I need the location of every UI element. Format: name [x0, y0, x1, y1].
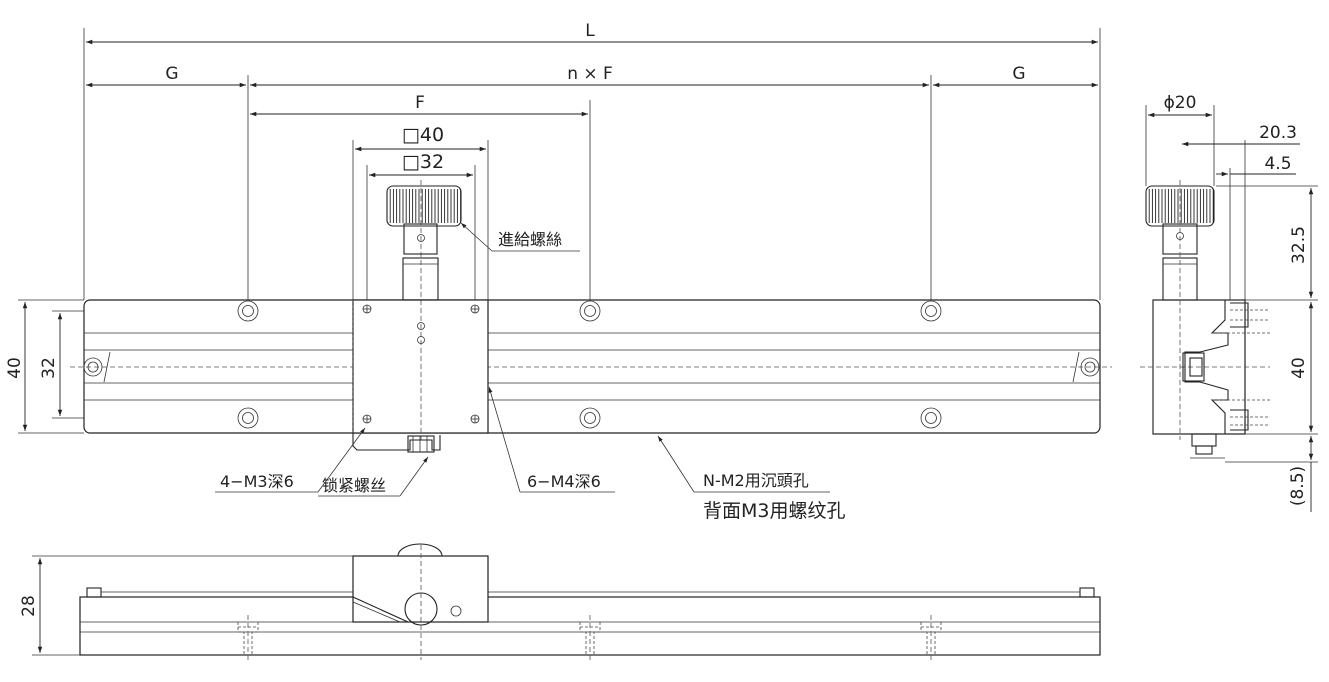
feed-screw-shaft — [402, 257, 439, 301]
front-view: 28 — [19, 543, 1101, 660]
label-lock-screw: 锁紧螺丝 — [322, 476, 386, 495]
dim-square-40: □40 — [402, 124, 444, 146]
dim-G-right: G — [1012, 64, 1025, 84]
dim-phi-20: ϕ20 — [1164, 93, 1197, 113]
label-m3-holes: 4−M3深6 — [220, 472, 294, 491]
dim-20-3: 20.3 — [1259, 123, 1297, 143]
dim-height-40: 40 — [5, 357, 25, 379]
dim-L: L — [585, 21, 595, 41]
front-carriage — [352, 555, 489, 623]
dim-4-5: 4.5 — [1264, 154, 1291, 174]
counterbore-holes — [83, 300, 1100, 429]
dim-side-40: 40 — [1289, 357, 1309, 379]
dim-height-32: 32 — [39, 357, 59, 379]
lock-screw — [352, 433, 441, 451]
side-knob-knurl — [1148, 189, 1214, 223]
dim-32-5: 32.5 — [1289, 226, 1309, 264]
label-back-m3: 背面M3用螺纹孔 — [703, 500, 845, 522]
knob-knurl — [389, 189, 462, 223]
feed-knob — [386, 185, 462, 227]
side-view: ϕ20 20.3 4.5 32.5 40 (8.5) — [1140, 93, 1318, 512]
label-feed-screw: 進給螺絲 — [498, 230, 562, 249]
dim-nxF: n × F — [567, 64, 613, 84]
dim-square-32: □32 — [402, 151, 444, 173]
dim-G-left: G — [165, 64, 178, 84]
front-counterbores — [237, 615, 942, 660]
top-view: L G n × F G F □40 □32 40 32 進給螺絲 4−M3深6 … — [5, 21, 1112, 522]
dim-F: F — [415, 93, 425, 113]
dim-8-5: (8.5) — [1288, 466, 1308, 506]
carriage — [352, 299, 489, 434]
label-m4-holes: 6−M4深6 — [527, 472, 601, 491]
feed-screw-neck — [403, 223, 438, 255]
side-knob — [1145, 185, 1215, 227]
dim-front-28: 28 — [19, 595, 39, 617]
label-n-m2: N-M2用沉頭孔 — [703, 471, 809, 490]
m3-holes — [362, 304, 480, 424]
